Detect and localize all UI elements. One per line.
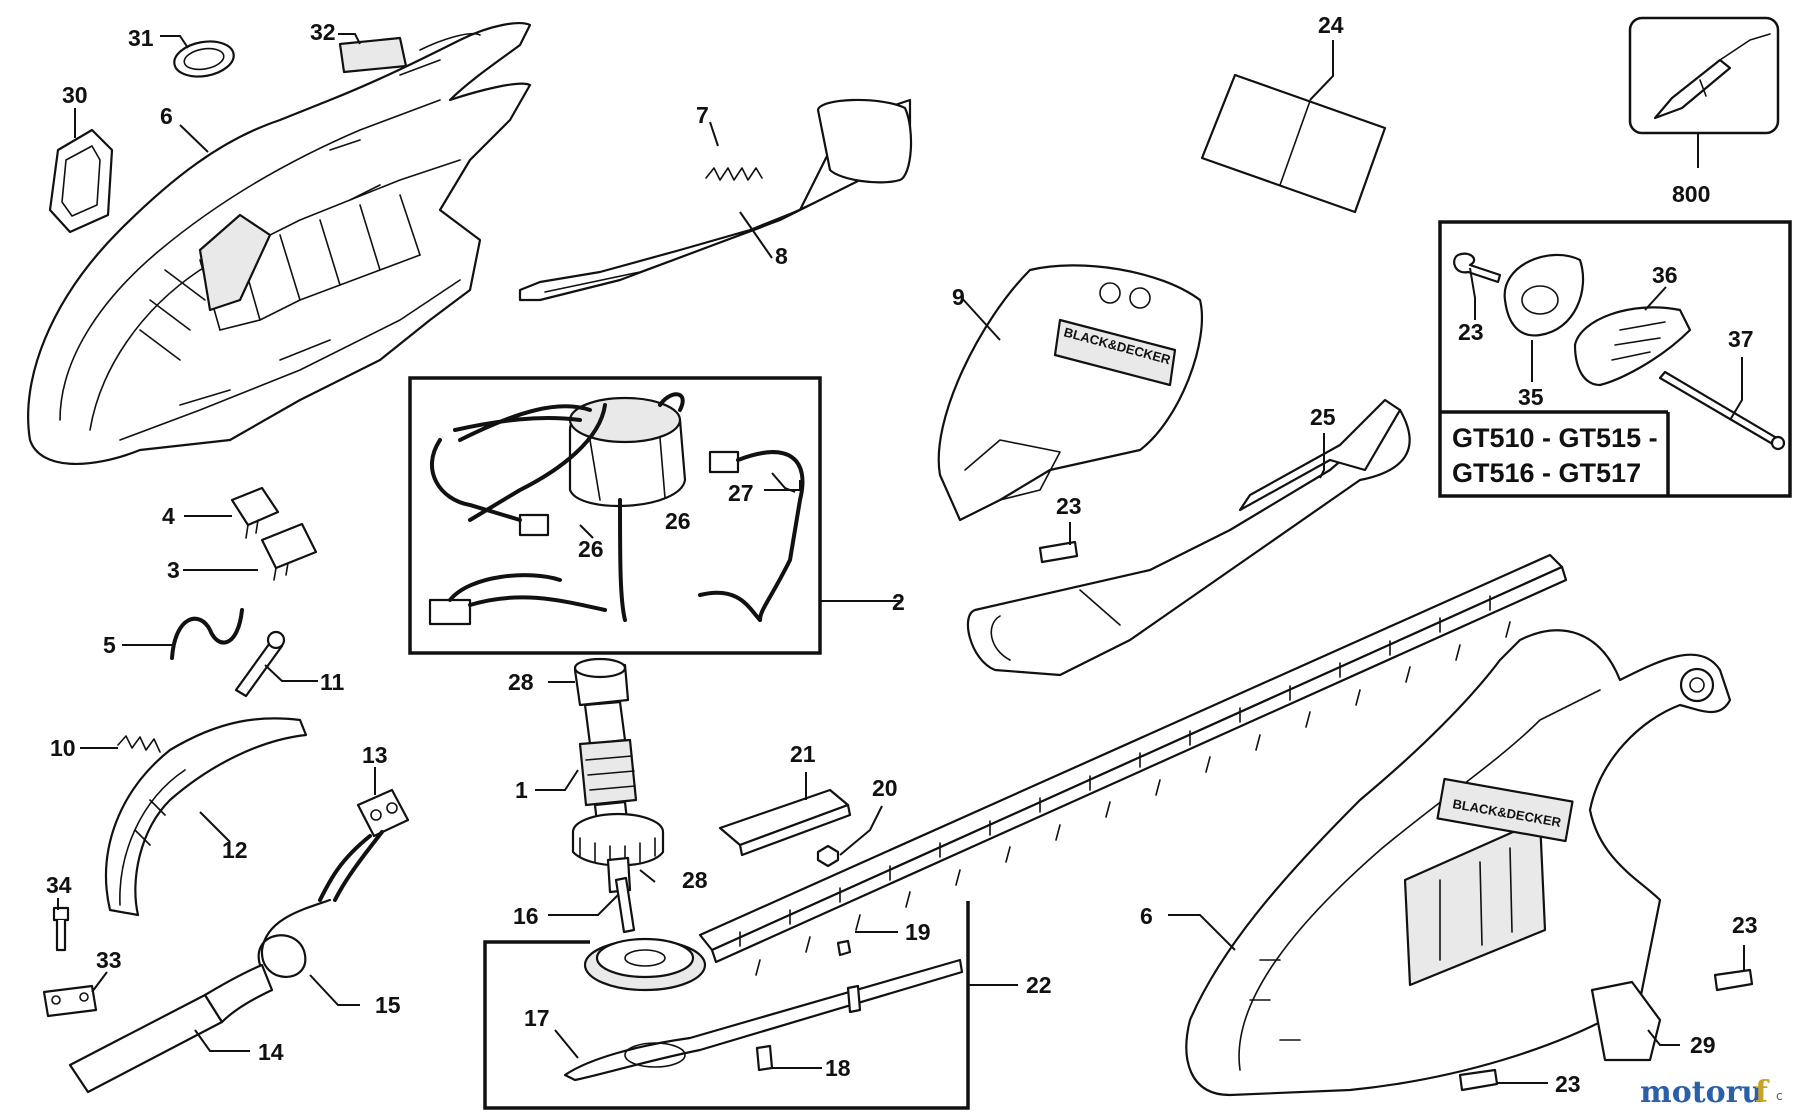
label-33: 33: [96, 947, 122, 973]
part-labels: 31 32 30 6 7 8 24 800 9 36 23 35 37 25 2…: [46, 12, 1758, 1097]
label-20: 20: [872, 775, 898, 801]
watermark: motoru f c: [1640, 1075, 1783, 1110]
label-13: 13: [362, 742, 388, 768]
label-36: 36: [1652, 262, 1678, 288]
model-variant-box: GT510 - GT515 - GT516 - GT517: [1438, 220, 1792, 498]
label-29: 29: [1690, 1032, 1716, 1058]
clamp-plate-33: [42, 984, 98, 1018]
blade-drive-group: [483, 901, 970, 1110]
label-32: 32: [310, 19, 336, 45]
label-17: 17: [524, 1005, 550, 1031]
housing-half-lower: BLACK&DECKER: [1185, 629, 1732, 1097]
label-16: 16: [513, 903, 539, 929]
screw-23-bottom: [1458, 1068, 1499, 1092]
label-800: 800: [1672, 181, 1710, 207]
label-14: 14: [258, 1039, 284, 1065]
label-5: 5: [103, 632, 116, 658]
label-19: 19: [905, 919, 931, 945]
hand-guard: BLACK&DECKER: [937, 264, 1204, 522]
blade-bar: [698, 553, 1568, 976]
label-8: 8: [775, 243, 788, 269]
spring-10: [117, 735, 161, 753]
screw-34: [52, 906, 70, 952]
label-plate: [338, 36, 408, 74]
pin-16: [614, 876, 636, 934]
label-30: 30: [62, 82, 88, 108]
label-10: 10: [50, 735, 76, 761]
label-31: 31: [128, 25, 154, 51]
nut-20: [816, 844, 840, 868]
label-6b: 6: [1140, 903, 1153, 929]
watermark-text-suffix: c: [1776, 1089, 1783, 1103]
housing-half-upper: [27, 22, 532, 465]
label-26b: 26: [578, 536, 604, 562]
label-23-right: 23: [1732, 912, 1758, 938]
label-18: 18: [825, 1055, 851, 1081]
label-sheet: [1200, 73, 1387, 214]
wire-5: [170, 608, 244, 660]
tool-box-800: [1628, 16, 1780, 135]
screw-23-right: [1713, 968, 1754, 992]
leader-lines: [57, 33, 1745, 1084]
label-23-guard: 23: [1056, 493, 1082, 519]
trigger-lever-12: [105, 717, 308, 917]
label-28b: 28: [682, 867, 708, 893]
label-7: 7: [696, 102, 709, 128]
label-23-box: 23: [1458, 319, 1484, 345]
motor-wiring-group: [408, 376, 822, 655]
label-27: 27: [728, 480, 754, 506]
blade-sheath-25: [966, 398, 1411, 677]
spring: [705, 167, 763, 181]
label-1: 1: [515, 777, 528, 803]
power-cord-14: [68, 898, 332, 1094]
armature-1: [573, 657, 638, 834]
label-22: 22: [1026, 972, 1052, 998]
switch-rod: [518, 98, 913, 302]
label-26a: 26: [665, 508, 691, 534]
label-24: 24: [1318, 12, 1344, 38]
blade-plate-21: [718, 788, 852, 857]
label-6a: 6: [160, 103, 173, 129]
watermark-text-main: motoru: [1640, 1075, 1763, 1110]
side-cover: [48, 128, 114, 234]
label-34: 34: [46, 872, 72, 898]
gear-28: [571, 812, 665, 894]
label-4: 4: [162, 503, 175, 529]
label-12: 12: [222, 837, 248, 863]
label-3: 3: [167, 557, 180, 583]
micro-switch-3: [260, 522, 318, 581]
label-2: 2: [892, 589, 905, 615]
switch-cover-29: [1590, 980, 1662, 1062]
label-21: 21: [790, 741, 816, 767]
screw-23-guard: [1038, 540, 1079, 564]
label-35: 35: [1518, 384, 1544, 410]
label-25: 25: [1310, 404, 1336, 430]
label-28a: 28: [508, 669, 534, 695]
watermark-text-accent: f: [1755, 1075, 1770, 1110]
cable-clamp-13: [356, 788, 410, 838]
oval-trim: [173, 40, 235, 78]
label-23-bottom: 23: [1555, 1071, 1581, 1097]
label-9: 9: [952, 284, 965, 310]
model-numbers-line2: GT516 - GT517: [1452, 458, 1641, 488]
model-numbers-line1: GT510 - GT515 -: [1452, 423, 1658, 453]
micro-switch-4: [230, 486, 280, 539]
label-37: 37: [1728, 326, 1754, 352]
cord-leads: [318, 830, 384, 902]
label-15: 15: [375, 992, 401, 1018]
link-11: [234, 630, 286, 698]
label-11: 11: [320, 669, 345, 695]
